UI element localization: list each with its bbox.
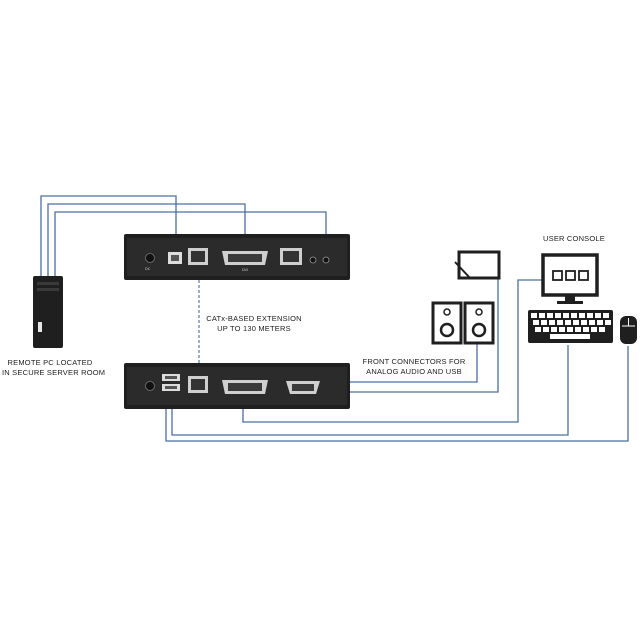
keyboard-key xyxy=(535,327,541,332)
cable-pc-dvi xyxy=(47,203,246,290)
keyboard-key xyxy=(559,327,565,332)
extension-label-line2: UP TO 130 METERS xyxy=(217,324,291,333)
cable-pc-usb xyxy=(40,195,177,290)
svg-text:DVI: DVI xyxy=(242,268,248,272)
cable-to-drawing-tablet xyxy=(350,264,499,393)
keyboard-key xyxy=(533,320,539,325)
remote-pc-label-line2: IN SECURE SERVER ROOM xyxy=(2,368,106,377)
keyboard-key xyxy=(567,327,573,332)
keyboard-key xyxy=(555,313,561,318)
keyboard-key xyxy=(543,327,549,332)
monitor-icon xyxy=(541,253,599,304)
mouse-icon xyxy=(620,316,637,344)
receiver-unit xyxy=(124,363,350,409)
front-connectors-label-line2: ANALOG AUDIO AND USB xyxy=(366,367,462,376)
cable-usb-to-mouse xyxy=(165,346,629,442)
keyboard-key xyxy=(571,313,577,318)
keyboard-key xyxy=(573,320,579,325)
front-connectors-label-line1: FRONT CONNECTORS FOR xyxy=(362,357,466,366)
extension-label: CATx-BASED EXTENSION UP TO 130 METERS xyxy=(200,314,308,334)
keyboard-key xyxy=(599,327,605,332)
tx-audio-jack-2 xyxy=(322,256,330,264)
keyboard-key xyxy=(597,320,603,325)
keyboard-key xyxy=(591,327,597,332)
keyboard-key xyxy=(557,320,563,325)
tx-audio-jack-1 xyxy=(309,256,317,264)
remote-pc-label: REMOTE PC LOCATED IN SECURE SERVER ROOM xyxy=(2,358,106,378)
keyboard-key xyxy=(581,320,587,325)
keyboard-key xyxy=(579,313,585,318)
pc-to-transmitter-cables xyxy=(40,195,327,290)
rx-power-jack xyxy=(145,381,155,391)
keyboard-key xyxy=(563,313,569,318)
tx-power-jack xyxy=(145,253,155,263)
speakers-icon xyxy=(431,301,495,345)
keyboard-key xyxy=(603,313,609,318)
cable-dvi-to-monitor xyxy=(242,279,547,423)
extension-label-line1: CATx-BASED EXTENSION xyxy=(206,314,302,323)
keyboard-key xyxy=(541,320,547,325)
transmitter-unit: DC DVI xyxy=(124,234,350,280)
keyboard-key xyxy=(531,313,537,318)
keyboard-key xyxy=(549,320,555,325)
keyboard-icon xyxy=(528,310,613,343)
front-connectors-label: FRONT CONNECTORS FOR ANALOG AUDIO AND US… xyxy=(362,357,466,377)
keyboard-key xyxy=(551,327,557,332)
cable-pc-audio xyxy=(54,211,327,290)
receiver-to-console-cables xyxy=(165,264,629,442)
drawing-tablet-icon xyxy=(454,250,501,280)
keyboard-key xyxy=(565,320,571,325)
cable-usb-to-keyboard xyxy=(171,345,569,436)
keyboard-key xyxy=(583,327,589,332)
keyboard-spacebar xyxy=(550,334,590,339)
keyboard-key xyxy=(539,313,545,318)
cable-audio-to-speakers xyxy=(350,342,478,383)
remote-pc-label-line1: REMOTE PC LOCATED xyxy=(7,358,93,367)
keyboard-key xyxy=(587,313,593,318)
svg-text:DC: DC xyxy=(145,267,151,271)
keyboard-key xyxy=(605,320,611,325)
user-console-label: USER CONSOLE xyxy=(543,234,605,243)
keyboard-key xyxy=(595,313,601,318)
keyboard-key xyxy=(547,313,553,318)
remote-pc-tower xyxy=(33,276,63,348)
keyboard-key xyxy=(575,327,581,332)
keyboard-key xyxy=(589,320,595,325)
